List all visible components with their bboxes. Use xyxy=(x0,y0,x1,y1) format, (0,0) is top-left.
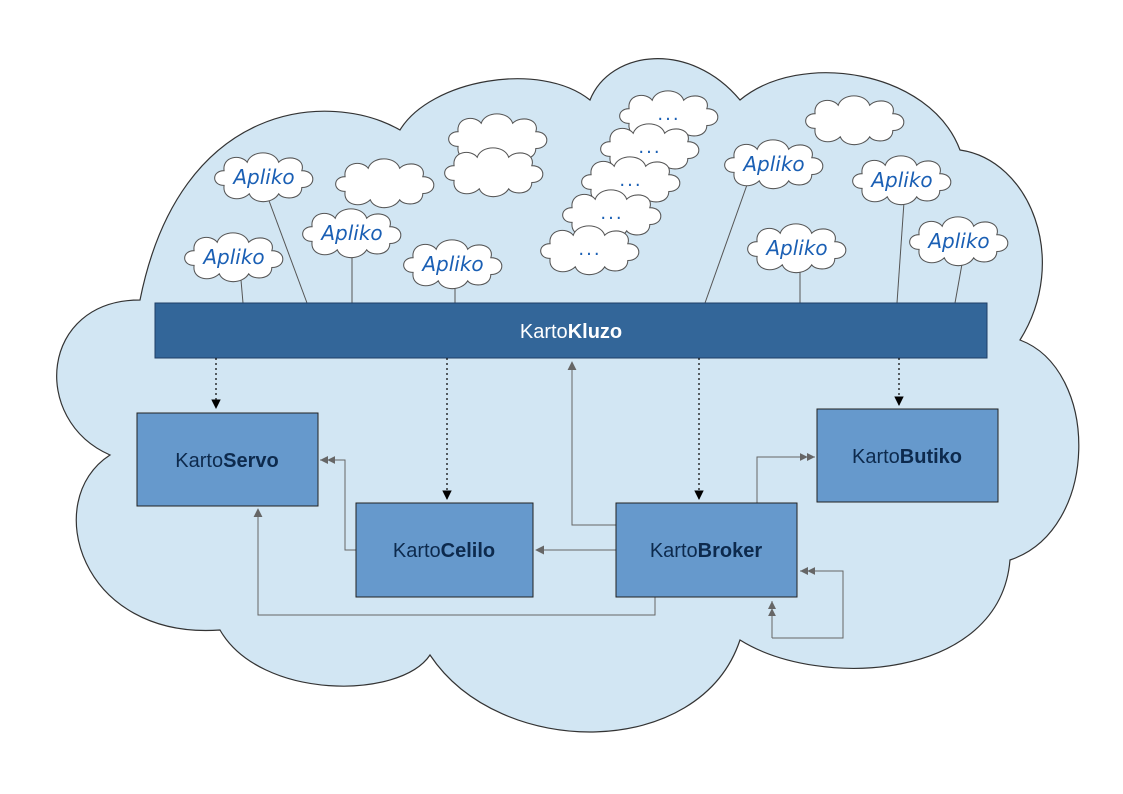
svg-text:KartoBroker: KartoBroker xyxy=(650,540,763,562)
svg-text:Apliko: Apliko xyxy=(231,165,294,189)
empty-cloud xyxy=(335,158,435,209)
app-cloud: Apliko xyxy=(909,216,1009,267)
more-apps-cloud: ... xyxy=(540,225,640,276)
kluzo-dotted-arrows xyxy=(211,358,904,500)
servo-name: Servo xyxy=(223,450,279,472)
svg-text:Apliko: Apliko xyxy=(926,229,989,253)
more-apps-cloud: ... xyxy=(600,123,700,174)
app-cloud: Apliko xyxy=(852,155,952,206)
broker-prefix: Karto xyxy=(650,540,698,562)
broker-name: Broker xyxy=(698,540,763,562)
servo-prefix: Karto xyxy=(175,450,223,472)
svg-text:Apliko: Apliko xyxy=(319,221,382,245)
app-cloud: Apliko xyxy=(724,139,824,190)
celilo-box[interactable]: KartoCelilo xyxy=(355,502,534,598)
svg-text:Apliko: Apliko xyxy=(869,168,932,192)
svg-text:Apliko: Apliko xyxy=(764,236,827,260)
more-apps-cloud: ... xyxy=(581,156,681,207)
svg-text:...: ... xyxy=(657,104,680,125)
svg-text:...: ... xyxy=(578,239,601,260)
broker-connectors xyxy=(253,361,844,639)
empty-cloud xyxy=(444,147,544,198)
svg-text:Apliko: Apliko xyxy=(201,245,264,269)
app-connectors xyxy=(240,181,963,304)
butiko-box[interactable]: KartoButiko xyxy=(816,408,999,503)
servo-box[interactable]: KartoServo xyxy=(136,412,319,507)
app-cloud: Apliko xyxy=(403,239,503,290)
celilo-prefix: Karto xyxy=(393,540,441,562)
background-cloud xyxy=(56,58,1080,733)
svg-text:...: ... xyxy=(600,203,623,224)
kluzo-prefix: Karto xyxy=(520,321,568,343)
svg-text:Apliko: Apliko xyxy=(420,252,483,276)
app-cloud: Apliko xyxy=(214,152,314,203)
app-cloud: Apliko xyxy=(747,223,847,274)
celilo-name: Celilo xyxy=(441,540,495,562)
butiko-name: Butiko xyxy=(900,446,962,468)
kluzo-name: Kluzo xyxy=(568,321,622,343)
broker-box[interactable]: KartoBroker xyxy=(615,502,798,598)
svg-text:KartoServo: KartoServo xyxy=(175,450,278,472)
more-apps-cloud: ... xyxy=(562,189,662,240)
app-cloud: Apliko xyxy=(184,232,284,283)
butiko-prefix: Karto xyxy=(852,446,900,468)
more-apps-cloud: ... xyxy=(619,90,719,141)
svg-text:KartoButiko: KartoButiko xyxy=(852,446,962,468)
svg-text:...: ... xyxy=(619,170,642,191)
svg-text:KartoCelilo: KartoCelilo xyxy=(393,540,495,562)
svg-text:Apliko: Apliko xyxy=(741,152,804,176)
kluzo-bar[interactable]: KartoKluzo xyxy=(154,302,988,359)
app-cloud: Apliko xyxy=(302,208,402,259)
svg-text:KartoKluzo: KartoKluzo xyxy=(520,321,622,343)
svg-text:...: ... xyxy=(638,137,661,158)
empty-cloud xyxy=(805,95,905,146)
